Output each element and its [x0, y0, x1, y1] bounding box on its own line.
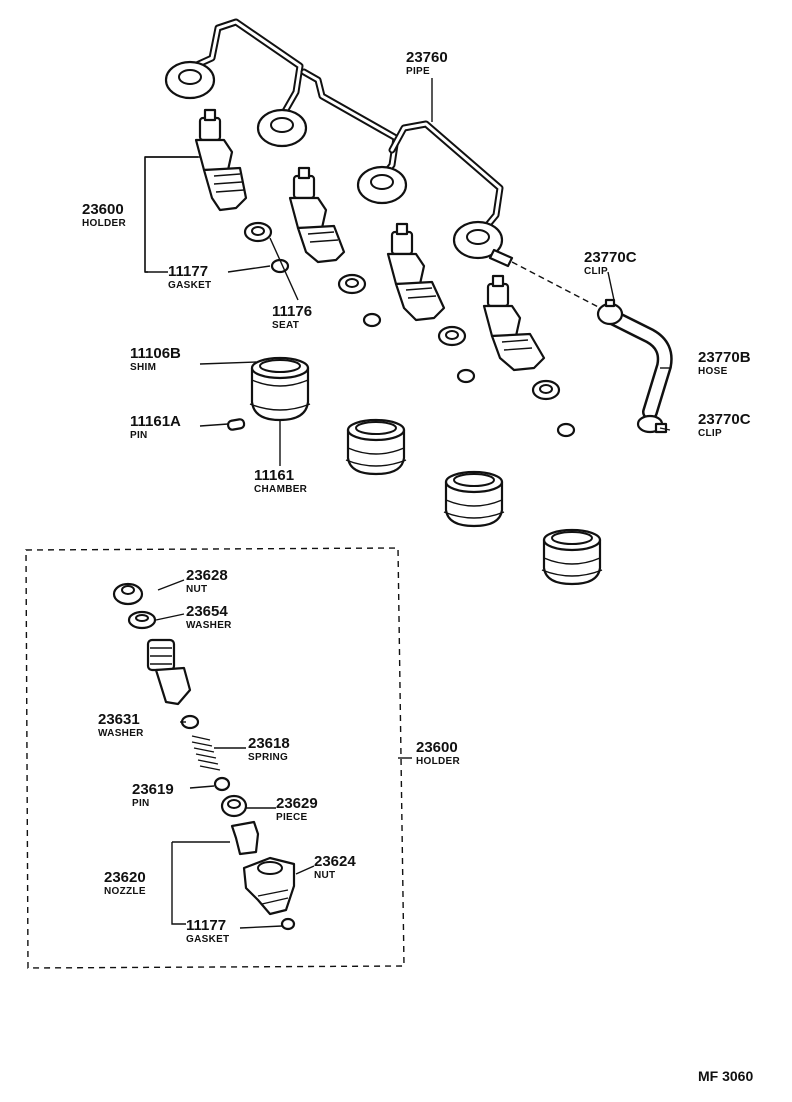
holder-detail-parts [112, 582, 296, 931]
nozzle-seats [243, 221, 561, 401]
leader-lines [144, 78, 671, 929]
callout-washer2-name: WASHER [98, 728, 144, 739]
callout-nut-number: 23628 [186, 567, 228, 584]
callout-pin2-name: PIN [132, 798, 150, 809]
callout-piece-name: PIECE [276, 812, 308, 823]
callout-clip-top-name: CLIP [584, 266, 608, 277]
callout-holder2-number: 23600 [416, 739, 458, 756]
callout-gasket-name: GASKET [168, 280, 211, 291]
callout-pipe-name: PIPE [406, 66, 430, 77]
callout-spring-name: SPRING [248, 752, 288, 763]
callout-gasket2-name: GASKET [186, 934, 229, 945]
callout-nut2-name: NUT [314, 870, 335, 881]
callout-holder-name: HOLDER [82, 218, 126, 229]
diagram-code: MF 3060 [698, 1068, 753, 1084]
callout-washer-name: WASHER [186, 620, 232, 631]
callout-holder2-name: HOLDER [416, 756, 460, 767]
injector-holder-3 [386, 222, 446, 322]
chamber-pin [226, 418, 246, 431]
callout-gasket-number: 11177 [168, 263, 208, 280]
callout-shim-number: 11106B [130, 345, 181, 362]
callout-chamber-number: 11161 [254, 467, 294, 484]
combustion-chamber-3 [443, 470, 505, 528]
leak-off-hose [606, 310, 673, 420]
callout-spring-number: 23618 [248, 735, 290, 752]
callout-nut2-number: 23624 [314, 853, 356, 870]
callout-hose-name: HOSE [698, 366, 728, 377]
callout-washer-number: 23654 [186, 603, 228, 620]
callout-chamber-name: CHAMBER [254, 484, 308, 495]
callout-clip-top-number: 23770C [584, 249, 637, 266]
callout-pin-name: PIN [130, 430, 148, 441]
injector-holder-2 [288, 166, 346, 264]
callout-nut-name: NUT [186, 584, 207, 595]
callout-piece-number: 23629 [276, 795, 318, 812]
combustion-chamber-2 [345, 418, 407, 476]
callout-washer2-number: 23631 [98, 711, 140, 728]
hose-clip-bottom [636, 414, 668, 434]
injector-holder-1 [194, 108, 248, 212]
callout-gasket2-number: 11177 [186, 917, 226, 934]
callout-nozzle-name: NOZZLE [104, 886, 146, 897]
callout-pin2-number: 23619 [132, 781, 174, 798]
injector-holder-4 [482, 274, 546, 372]
callout-pin-number: 11161A [130, 413, 181, 430]
callout-holder-number: 23600 [82, 201, 124, 218]
callouts: 23760 PIPE 23600 HOLDER 11177 GASKET 111… [82, 49, 753, 1084]
callout-seat-name: SEAT [272, 320, 299, 331]
callout-clip-bottom-name: CLIP [698, 428, 722, 439]
fuel-pipe [164, 18, 605, 311]
combustion-chamber-4 [541, 528, 603, 586]
hose-clip-top [596, 298, 624, 326]
callout-pipe-number: 23760 [406, 49, 448, 66]
callout-hose-number: 23770B [698, 349, 751, 366]
callout-seat-number: 11176 [272, 303, 312, 320]
combustion-chamber-1 [249, 356, 311, 422]
callout-nozzle-number: 23620 [104, 869, 146, 886]
callout-clip-bottom-number: 23770C [698, 411, 751, 428]
callout-shim-name: SHIM [130, 362, 156, 373]
